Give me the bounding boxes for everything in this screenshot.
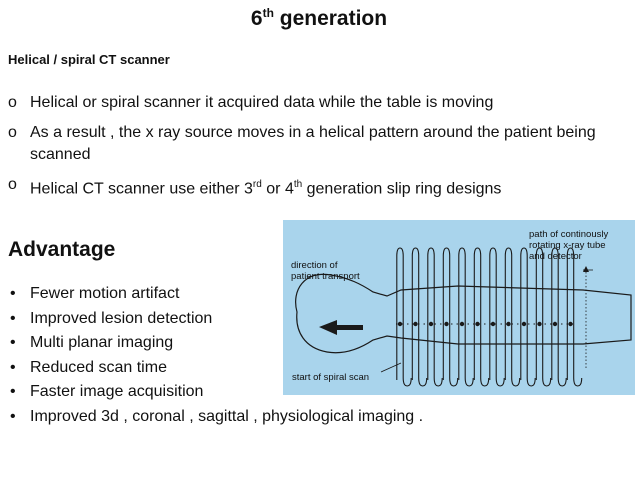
advantage-text: Multi planar imaging (30, 334, 174, 351)
axis-dot (444, 321, 449, 327)
axis-dot (397, 321, 403, 327)
key-point-text: Helical or spiral scanner it acquired da… (30, 94, 494, 111)
advantage-item: • Reduced scan time (8, 356, 423, 381)
bullet-marker: • (10, 334, 16, 351)
bullet-marker: o (8, 94, 17, 111)
axis-dot (537, 321, 542, 327)
axis-dot (490, 321, 496, 327)
advantage-text: Faster image acquisition (30, 383, 204, 400)
label-start: start of spiral scan (292, 372, 369, 383)
axis-dot (459, 321, 465, 327)
key-point-item: o As a result , the x ray source moves in… (8, 122, 633, 166)
spiral-ct-svg: direction of patient transport path of c… (283, 220, 635, 395)
key-point-text: or 4 (261, 180, 294, 198)
helix-coil (427, 247, 443, 387)
advantage-text: Improved lesion detection (30, 309, 213, 327)
label-path-2: rotating x-ray tube (529, 240, 606, 251)
helix-coil (473, 247, 490, 387)
axis-dot (568, 321, 573, 327)
start-pointer (380, 362, 402, 373)
bullet-marker: • (10, 285, 16, 302)
bullet-marker: o (8, 176, 17, 193)
advantage-item: • Fewer motion artifact (8, 282, 423, 307)
label-path-3: and detector (529, 251, 582, 262)
helix-coil (396, 247, 412, 387)
advantage-item: • Improved lesion detection (8, 307, 423, 332)
spiral-ct-diagram: direction of patient transport path of c… (283, 220, 635, 395)
advantage-text: Fewer motion artifact (30, 285, 180, 302)
helix-coil (535, 247, 552, 387)
axis-dot (506, 321, 511, 327)
advantages-list: • Fewer motion artifact • Improved lesion d… (8, 282, 423, 429)
helix-coil (458, 247, 474, 387)
slide-subtitle: Helical / spiral CT scanner (8, 52, 170, 67)
helix-coil (551, 247, 567, 387)
key-points-list: o Helical or spiral scanner it acquired d… (8, 92, 633, 208)
helix-coils (396, 247, 583, 387)
axis-dot (475, 321, 480, 327)
helix-coil (411, 247, 428, 387)
helix-coil (489, 247, 505, 387)
helix-coil (566, 247, 583, 387)
axis-dot (521, 321, 527, 327)
key-point-text: generation slip ring designs (302, 180, 502, 198)
superscript: th (293, 179, 303, 190)
key-point-text: As a result , the x ray source moves in … (30, 124, 596, 163)
advantage-text: Reduced scan time (30, 358, 167, 376)
label-direction-2: patient transport (291, 271, 360, 282)
axis-dot (413, 321, 418, 327)
advantage-item: • Multi planar imaging (8, 331, 423, 356)
key-point-item: o Helical CT scanner use either 3rd or 4t… (8, 174, 633, 200)
axis-dot (428, 321, 434, 327)
key-point-item: o Helical or spiral scanner it acquired d… (8, 92, 633, 114)
bullet-marker: • (10, 358, 16, 376)
helix-coil (442, 247, 459, 387)
bullet-marker: o (8, 124, 17, 141)
bullet-marker: • (10, 383, 16, 400)
advantage-heading: Advantage (8, 238, 116, 261)
axis-dot (552, 321, 558, 327)
direction-arrow-icon (319, 320, 363, 335)
slide-title: 6th generation (250, 6, 388, 30)
advantage-item: • Improved 3d , coronal , sagittal , phys… (8, 405, 423, 430)
helix-coil (520, 247, 536, 387)
bullet-marker: • (10, 309, 16, 327)
label-path-1: path of continously (529, 229, 608, 240)
bullet-marker: • (10, 407, 16, 425)
path-pointer (583, 266, 593, 370)
key-point-text: Helical CT scanner use either 3 (30, 180, 253, 198)
label-direction-1: direction of (291, 260, 338, 271)
advantage-text: Improved 3d , coronal , sagittal , physi… (30, 407, 424, 425)
helix-coil (504, 247, 521, 387)
patient-body-outline (295, 273, 632, 354)
superscript: rd (252, 179, 262, 190)
advantage-item: • Faster image acquisition (8, 380, 423, 405)
